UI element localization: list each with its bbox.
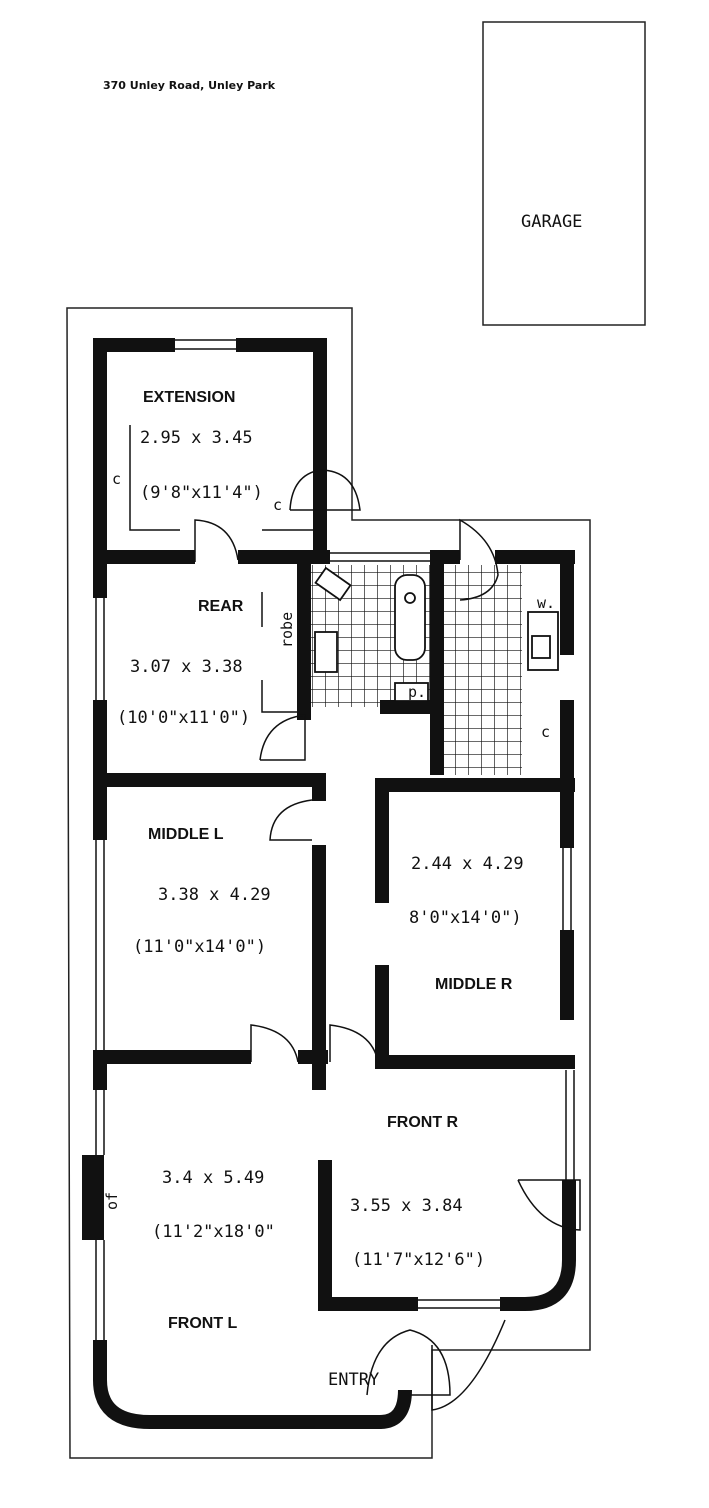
site-boundary <box>66 307 591 1459</box>
room-middle-r-name: MIDDLE R <box>435 976 513 993</box>
doors <box>129 425 581 1411</box>
room-front-l-imperial: (11'2"x18'0" <box>152 1222 275 1242</box>
fireplace-label: of <box>103 1191 121 1210</box>
room-extension-imperial: (9'8"x11'4") <box>140 483 263 503</box>
room-middle-l-imperial: (11'0"x14'0") <box>133 937 267 957</box>
fixtures <box>314 566 559 702</box>
property-address: 370 Unley Road, Unley Park <box>103 79 276 92</box>
room-front-r-imperial: (11'7"x12'6") <box>352 1250 486 1270</box>
cupboard-label: c <box>541 723 551 741</box>
room-front-r-name: FRONT R <box>387 1114 459 1131</box>
room-extension-name: EXTENSION <box>143 389 236 406</box>
room-extension-metric: 2.95 x 3.45 <box>140 428 253 448</box>
room-front-l-name: FRONT L <box>168 1315 238 1332</box>
garage-outline <box>482 21 646 326</box>
garage-label: GARAGE <box>521 212 583 232</box>
washer-label: w. <box>537 594 556 612</box>
room-front-r-metric: 3.55 x 3.84 <box>350 1196 463 1216</box>
windows <box>95 339 575 1428</box>
room-rear-name: REAR <box>198 598 244 615</box>
pantry-label: p. <box>408 683 427 701</box>
room-rear-metric: 3.07 x 3.38 <box>130 657 243 677</box>
room-middle-r-metric: 2.44 x 4.29 <box>411 854 524 874</box>
room-middle-l-name: MIDDLE L <box>148 826 224 843</box>
laundry-tiles <box>444 565 522 775</box>
entry-label: ENTRY <box>328 1370 380 1390</box>
room-middle-r-imperial: 8'0"x14'0") <box>409 908 522 928</box>
room-front-l-metric: 3.4 x 5.49 <box>162 1168 265 1188</box>
room-middle-l-metric: 3.38 x 4.29 <box>158 885 271 905</box>
walls <box>82 338 576 1311</box>
curved-walls <box>93 1205 576 1429</box>
cupboard-label: c <box>112 470 122 488</box>
robe-label: robe <box>278 611 296 648</box>
room-rear-imperial: (10'0"x11'0") <box>117 708 251 728</box>
cupboard-label: c <box>273 496 283 514</box>
